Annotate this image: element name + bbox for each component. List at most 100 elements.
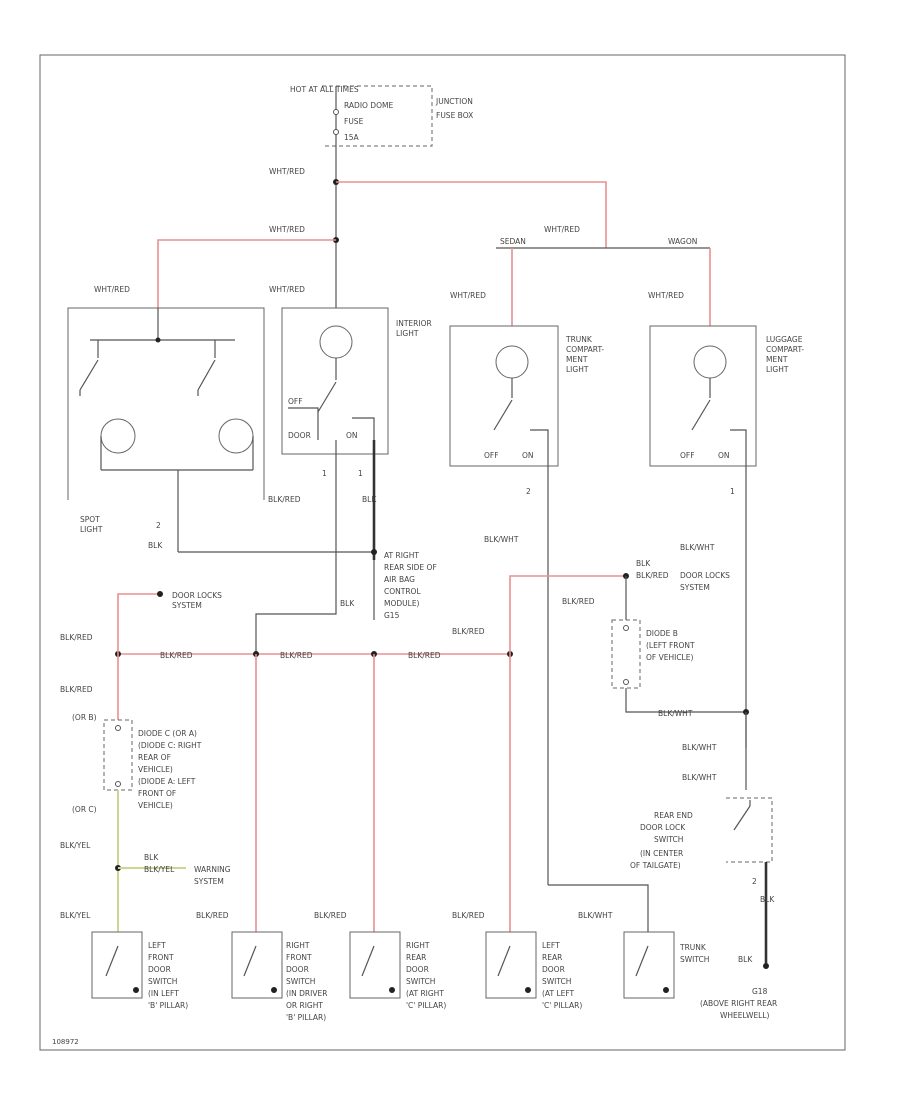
rear-end-label: DOOR LOCK	[640, 823, 686, 832]
off-label: OFF	[484, 451, 499, 460]
pin-label: 1	[358, 469, 363, 478]
diode-label: (DIODE C: RIGHT	[138, 741, 202, 750]
radio-dome-label: RADIO DOME	[344, 101, 393, 110]
wht-red-label: WHT/RED	[648, 291, 684, 300]
door-switch-label: SWITCH	[286, 977, 315, 986]
trunk-switch-label: SWITCH	[680, 955, 709, 964]
ground-label: CONTROL	[384, 587, 421, 596]
door-switch-label: SWITCH	[406, 977, 435, 986]
bulb-icon	[319, 325, 353, 359]
diagram-frame	[39, 54, 846, 1051]
wht-red-label: WHT/RED	[544, 225, 580, 234]
ground-label: G15	[384, 611, 400, 620]
or-c-label: (OR C)	[72, 805, 97, 814]
hot-at-all-times-label: HOT AT ALL TIMES	[290, 85, 359, 94]
blk-red-label: BLK/RED	[314, 911, 347, 920]
junction-label: JUNCTION	[435, 97, 473, 106]
blk-red-label: BLK/RED	[268, 495, 301, 504]
door-switch-label: 'C' PILLAR)	[406, 1001, 446, 1010]
luggage-light-label: LUGGAGE	[766, 335, 803, 344]
fuse-box-label: FUSE BOX	[436, 111, 473, 120]
pin-label: 1	[322, 469, 327, 478]
door-switch-label: (AT RIGHT	[406, 989, 444, 998]
spot-light-label: LIGHT	[80, 525, 103, 534]
g18-label: (ABOVE RIGHT REAR	[700, 999, 777, 1008]
left-rear-door-switch: BLK/RED LEFT REAR DOOR SWITCH (AT LEFT '…	[452, 654, 582, 1010]
blk-wht-label: BLK/WHT	[484, 535, 519, 544]
bulb-icon	[218, 418, 254, 454]
door-switch-label: 'B' PILLAR)	[286, 1013, 326, 1022]
door-label: DOOR	[288, 431, 311, 440]
door-switch-bus: BLK/RED BLK/RED BLK/RED BLK/RED BLK/RED …	[60, 487, 735, 660]
door-switch-label: 'B' PILLAR)	[148, 1001, 188, 1010]
blk-wht-label: BLK/WHT	[680, 543, 715, 552]
g18-label: WHEELWELL)	[720, 1011, 770, 1020]
door-switch-label: RIGHT	[406, 941, 430, 950]
on-label: ON	[346, 431, 358, 440]
pin-label: 2	[526, 487, 531, 496]
door-switch-label: LEFT	[148, 941, 166, 950]
luggage-light-label: LIGHT	[766, 365, 789, 374]
rear-end-label: OF TAILGATE)	[630, 861, 681, 870]
blk-wht-label: BLK/WHT	[682, 743, 717, 752]
door-locks-label: SYSTEM	[680, 583, 710, 592]
diode-label: (DIODE A: LEFT	[138, 777, 196, 786]
door-switch-label: (IN LEFT	[148, 989, 179, 998]
diode-label: VEHICLE)	[138, 801, 173, 810]
door-locks-label: SYSTEM	[172, 601, 202, 610]
blk-red-label: BLK/RED	[408, 651, 441, 660]
door-switch-label: FRONT	[148, 953, 174, 962]
blk-label: BLK	[738, 955, 753, 964]
diode-label: DIODE C (OR A)	[138, 729, 197, 738]
door-switch-label: SWITCH	[542, 977, 571, 986]
spot-light: SPOT LIGHT	[67, 307, 265, 552]
bulb-icon	[495, 345, 529, 379]
fuse-label: FUSE	[344, 117, 364, 126]
blk-red-label: BLK/RED	[452, 911, 485, 920]
diode-label: FRONT OF	[138, 789, 176, 798]
luggage-light-label: MENT	[766, 355, 788, 364]
diode-label: VEHICLE)	[138, 765, 173, 774]
junction-fuse-box: HOT AT ALL TIMES RADIO DOME FUSE 15A JUN…	[290, 85, 473, 182]
trunk-light-label: TRUNK	[565, 335, 593, 344]
diode-label: OF VEHICLE)	[646, 653, 693, 662]
bulb-icon	[100, 418, 136, 454]
spot-light-label: SPOT	[80, 515, 100, 524]
figure-code: 108972	[52, 1038, 79, 1046]
warning-label: WARNING	[194, 865, 231, 874]
blk-wht-label: BLK/WHT	[682, 773, 717, 782]
power-feed-wires: WHT/RED WHT/RED WHT/RED SEDAN WAGON WHT/…	[94, 167, 711, 326]
blk-yel-label: BLK/YEL	[60, 911, 91, 920]
ground-label: MODULE)	[384, 599, 420, 608]
interior-light: INTERIOR LIGHT OFF DOOR ON	[281, 307, 432, 595]
left-front-door-switch: BLK/YEL LEFT FRONT DOOR SWITCH (IN LEFT …	[60, 911, 188, 1010]
pin-label: 2	[156, 521, 161, 530]
diode-b: BLK/RED DIODE B (LEFT FRONT OF VEHICLE) …	[562, 576, 749, 718]
door-switch-label: 'C' PILLAR)	[542, 1001, 582, 1010]
interior-light-label: LIGHT	[396, 329, 419, 338]
pin-label: 2	[752, 877, 757, 886]
diode-label: (LEFT FRONT	[646, 641, 695, 650]
blk-red-label: BLK/RED	[60, 633, 93, 642]
ground-label: AIR BAG	[384, 575, 415, 584]
blk-red-label: BLK/RED	[452, 627, 485, 636]
door-switch-label: OR RIGHT	[286, 1001, 323, 1010]
door-switch-label: REAR	[542, 953, 562, 962]
door-locks-label: DOOR LOCKS	[680, 571, 730, 580]
right-front-door-switch: BLK/RED RIGHT FRONT DOOR SWITCH (IN DRIV…	[196, 654, 327, 1022]
trunk-light-label: COMPART-	[566, 345, 604, 354]
door-switch-label: FRONT	[286, 953, 312, 962]
off-label: OFF	[680, 451, 695, 460]
wht-red-label: WHT/RED	[450, 291, 486, 300]
blk-wht-label: BLK/WHT	[658, 709, 693, 718]
door-switch-label: (IN DRIVER	[286, 989, 327, 998]
door-locks-label: DOOR LOCKS	[172, 591, 222, 600]
blk-red-label: BLK/RED	[160, 651, 193, 660]
fuse-amp-label: 15A	[344, 133, 360, 142]
g18-label: G18	[752, 987, 768, 996]
rear-end-label: (IN CENTER	[640, 849, 683, 858]
rear-end-label: SWITCH	[654, 835, 683, 844]
ground-g15: 2 BLK BLK/RED 1 1 BLK BLK AT RIGHT REAR …	[148, 469, 437, 620]
trunk-light-label: LIGHT	[566, 365, 589, 374]
